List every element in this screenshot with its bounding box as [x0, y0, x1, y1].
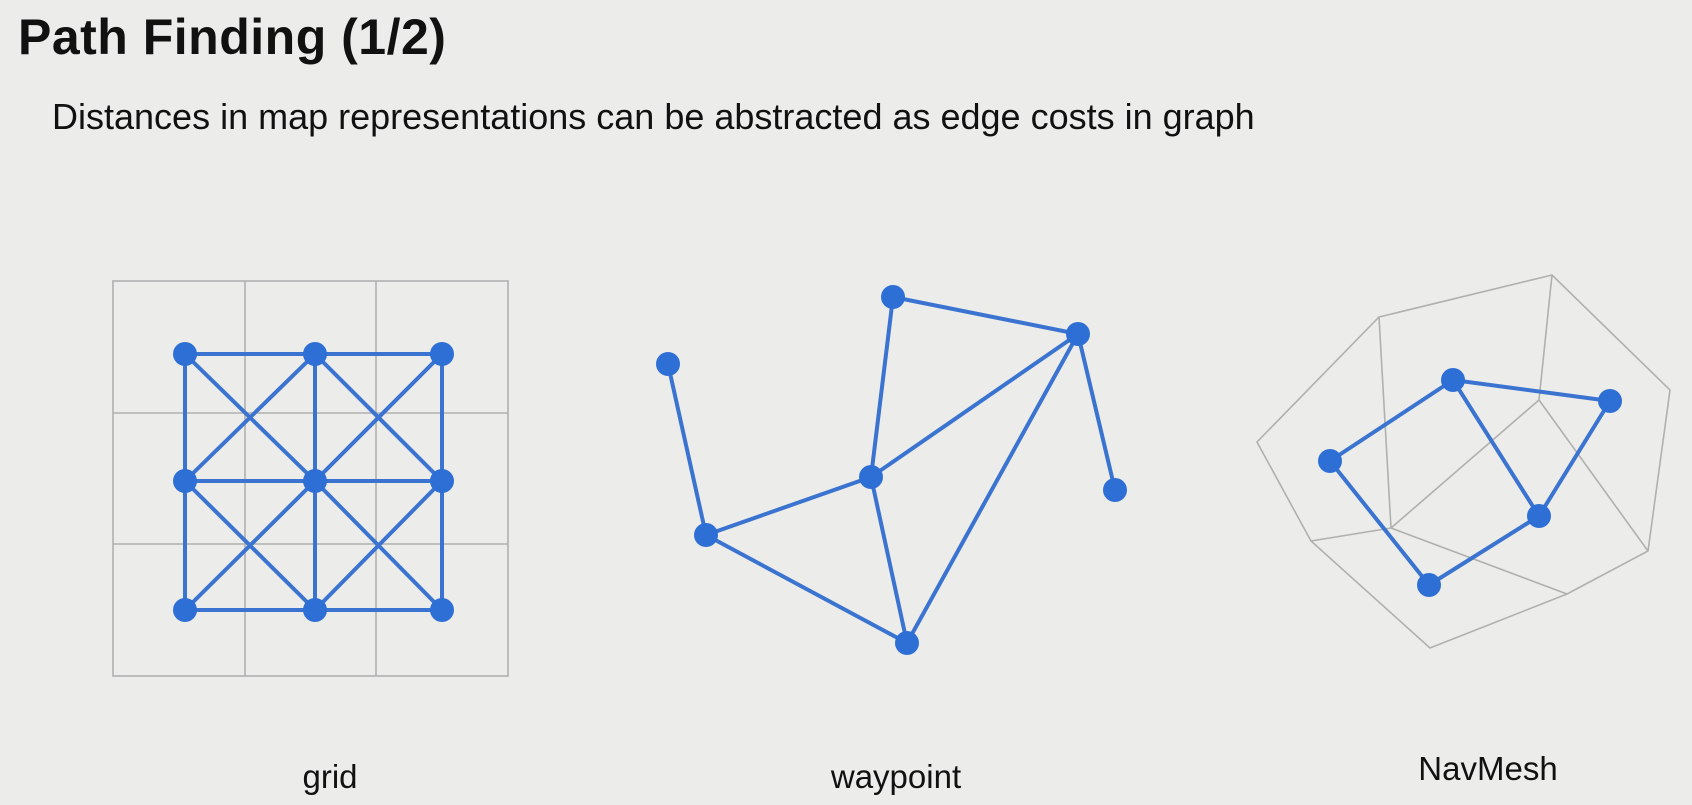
navmesh-label: NavMesh	[1418, 750, 1558, 787]
waypoint-node	[881, 285, 905, 309]
grid-node	[430, 598, 454, 622]
slide-title: Path Finding (1/2)	[18, 9, 447, 65]
navmesh-edges	[1328, 378, 1612, 587]
grid-node	[173, 342, 197, 366]
grid-diagram	[112, 280, 509, 677]
grid-nodes	[173, 342, 454, 622]
navmesh-diagram	[1256, 274, 1671, 649]
waypoint-node	[1066, 322, 1090, 346]
navmesh-node	[1441, 368, 1465, 392]
waypoint-label: waypoint	[830, 758, 962, 795]
grid-node	[173, 469, 197, 493]
waypoint-node	[895, 631, 919, 655]
waypoint-diagram	[656, 285, 1127, 655]
grid-node	[430, 342, 454, 366]
navmesh-node	[1598, 389, 1622, 413]
grid-node	[430, 469, 454, 493]
navmesh-node	[1318, 449, 1342, 473]
navmesh-node	[1417, 573, 1441, 597]
waypoint-node	[859, 465, 883, 489]
slide-subtitle: Distances in map representations can be …	[52, 96, 1255, 137]
waypoint-edges	[666, 295, 1117, 645]
waypoint-nodes	[656, 285, 1127, 655]
grid-node	[303, 598, 327, 622]
waypoint-node	[694, 523, 718, 547]
grid-node	[303, 342, 327, 366]
navmesh-nodes	[1318, 368, 1622, 597]
waypoint-node	[1103, 478, 1127, 502]
navmesh-node	[1527, 504, 1551, 528]
grid-node	[173, 598, 197, 622]
grid-node	[303, 469, 327, 493]
grid-edges	[183, 352, 444, 612]
waypoint-node	[656, 352, 680, 376]
grid-label: grid	[302, 758, 358, 795]
